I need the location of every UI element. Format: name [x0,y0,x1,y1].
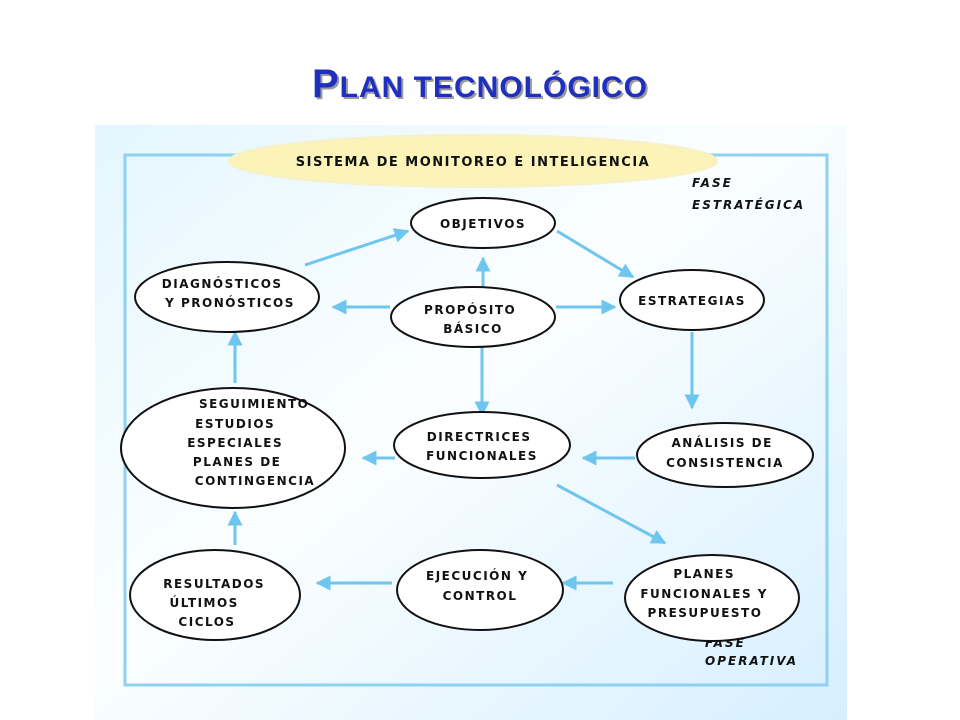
flow-arrows [227,228,700,591]
node-directrices [393,411,571,479]
node-diagnosticos [134,261,320,333]
node-analisis-line-2: CONSISTENCIA [666,456,784,470]
node-diagnosticos-line-2: Y PRONÓSTICOS [164,295,295,310]
node-planes-line-1: PLANES [673,567,735,581]
node-objetivos-label: OBJETIVOS [440,217,526,231]
phase-strategic: FASE ESTRATÉGICA [692,176,805,212]
node-analisis-label: ANÁLISIS DE CONSISTENCIA [666,435,784,470]
node-proposito-line-2: BÁSICO [443,321,503,336]
title-initial: P [311,62,340,106]
monitor-system-label: SISTEMA DE MONITOREO E INTELIGENCIA [296,155,650,170]
node-resultados-line-1: RESULTADOS [163,577,265,591]
node-ejecucion-line-1: EJECUCIÓN Y [426,568,528,583]
node-analisis [636,422,814,488]
arrow-objetivos-estrategias [556,229,635,279]
title-rest: LAN TECNOLÓGICO [339,71,648,104]
node-directrices-label: DIRECTRICES FUNCIONALES [426,430,538,463]
node-estrategias-line-1: ESTRATEGIAS [638,294,746,308]
phase-strategic-line-1: FASE [692,176,733,190]
node-planes-line-3: PRESUPUESTO [648,606,763,620]
node-planes [624,554,800,642]
node-directrices-line-1: DIRECTRICES [427,430,532,444]
node-planes-line-2: FUNCIONALES Y [640,587,768,601]
node-ejecucion-label: EJECUCIÓN Y CONTROL [426,568,534,603]
node-seguimiento-line-2: ESTUDIOS [195,417,275,431]
node-resultados [129,549,301,641]
node-objetivos [410,197,556,249]
phase-strategic-line-2: ESTRATÉGICA [692,197,805,212]
node-seguimiento [120,387,346,509]
node-directrices-line-2: FUNCIONALES [426,449,538,463]
node-resultados-label: RESULTADOS ÚLTIMOS CICLOS [163,577,271,629]
node-estrategias-label: ESTRATEGIAS [638,294,746,308]
monitor-system-ellipse [228,134,718,188]
node-proposito [390,286,556,348]
node-resultados-line-3: CICLOS [178,615,235,629]
node-seguimiento-line-5: CONTINGENCIA [195,474,315,488]
planning-diagram: SISTEMA DE MONITOREO E INTELIGENCIA FASE… [95,125,847,720]
arrow-directrices-planes [556,483,667,545]
node-planes-label: PLANES FUNCIONALES Y PRESUPUESTO [640,567,773,620]
node-analisis-line-1: ANÁLISIS DE [671,435,772,450]
node-resultados-line-2: ÚLTIMOS [169,595,238,610]
page-title: PLAN TECNOLÓGICO [0,62,960,107]
node-seguimiento-line-1: SEGUIMIENTO [199,397,309,411]
node-ejecucion [396,549,564,631]
node-ejecucion-line-2: CONTROL [443,589,518,603]
phase-operative-line-2: OPERATIVA [705,654,798,668]
node-estrategias [619,269,765,331]
node-proposito-line-1: PROPÓSITO [424,302,516,317]
node-seguimiento-label: SEGUIMIENTO ESTUDIOS ESPECIALES PLANES D… [187,397,315,488]
node-seguimiento-line-3: ESPECIALES [187,436,283,450]
node-diagnosticos-line-1: DIAGNÓSTICOS [162,276,283,291]
arrow-diagnosticos-objetivos [304,228,410,267]
node-seguimiento-line-4: PLANES DE [193,455,281,469]
node-proposito-label: PROPÓSITO BÁSICO [424,302,522,336]
node-diagnosticos-label: DIAGNÓSTICOS Y PRONÓSTICOS [162,276,295,310]
node-objetivos-line-1: OBJETIVOS [440,217,526,231]
